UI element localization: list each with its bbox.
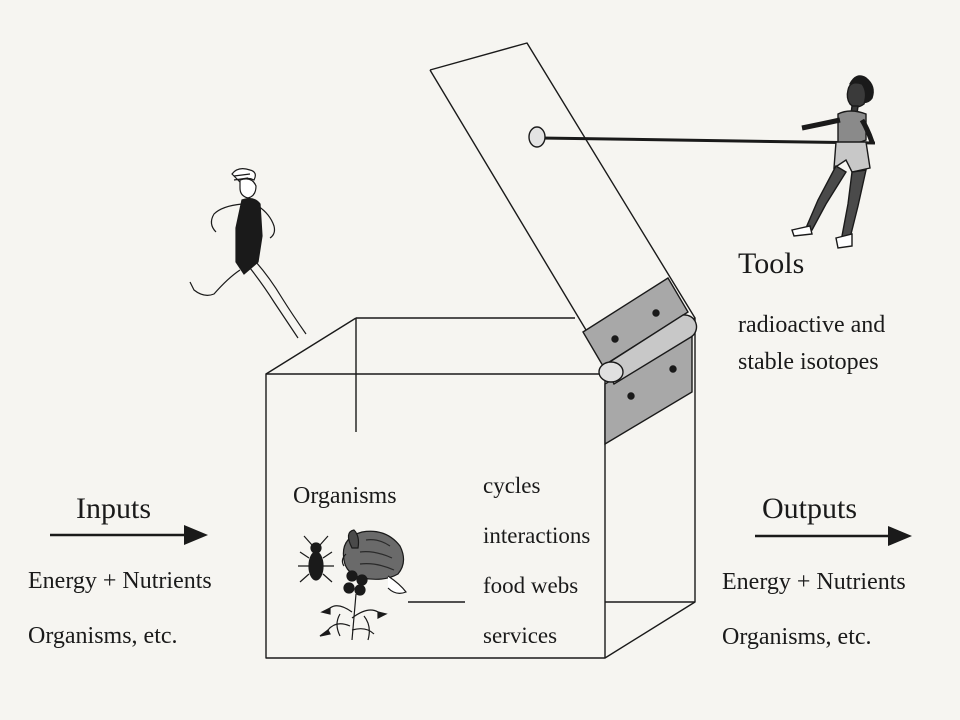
box-front-face <box>265 373 606 659</box>
hinge-pin-end <box>598 361 624 383</box>
lid-left-edge <box>429 69 605 361</box>
inputs-line-2: Organisms, etc. <box>28 623 178 649</box>
process-services: services <box>483 623 558 648</box>
outputs-title: Outputs <box>762 492 858 525</box>
process-food-webs: food webs <box>483 573 579 598</box>
puller-figure <box>791 75 875 249</box>
inputs-line-1: Energy + Nutrients <box>28 568 212 594</box>
inputs-title: Inputs <box>76 492 151 525</box>
puller-torso <box>837 110 867 145</box>
puller-leg <box>841 169 867 239</box>
tools-line-2: stable isotopes <box>738 349 879 375</box>
runner-arm <box>257 205 276 239</box>
outputs-line-2: Organisms, etc. <box>722 624 872 650</box>
pull-rod <box>528 126 876 148</box>
organisms-illustration <box>298 529 407 641</box>
hinge-screw <box>611 335 619 343</box>
input-arrow <box>50 525 208 545</box>
puller-leg <box>805 165 847 231</box>
box-left-top-edge <box>265 317 357 375</box>
organisms-label: Organisms <box>293 483 397 509</box>
rabbit-icon <box>341 529 407 594</box>
puller-shoe <box>835 233 853 249</box>
runner-head <box>239 178 257 199</box>
runner-arm <box>210 203 243 233</box>
puller-head <box>846 82 867 108</box>
runner-leg <box>189 269 241 296</box>
tools-line-1: radioactive and <box>738 312 886 338</box>
insect-icon <box>298 535 334 583</box>
runner-leg <box>255 261 307 335</box>
outputs-line-1: Energy + Nutrients <box>722 569 906 595</box>
process-cycles: cycles <box>483 473 541 498</box>
puller-arm <box>801 117 841 131</box>
lid-outline <box>429 42 696 319</box>
rod-knob <box>528 126 546 148</box>
puller-shoe <box>791 225 813 237</box>
process-interactions: interactions <box>483 523 591 548</box>
runner-leg <box>249 267 299 339</box>
hinge-upper-plate <box>582 277 689 367</box>
hinge-screw <box>669 365 677 373</box>
runner-figure <box>189 168 307 339</box>
hinge <box>582 277 698 446</box>
puller-arm <box>859 118 875 143</box>
flower-icon <box>319 570 388 641</box>
box-lid <box>429 42 696 361</box>
hinge-screw <box>627 392 635 400</box>
runner-suit <box>235 198 263 275</box>
rod <box>539 136 876 145</box>
tools-title: Tools <box>738 247 805 280</box>
hinge-pin <box>604 314 698 386</box>
hinge-screw <box>652 309 660 317</box>
output-arrow <box>755 526 912 546</box>
